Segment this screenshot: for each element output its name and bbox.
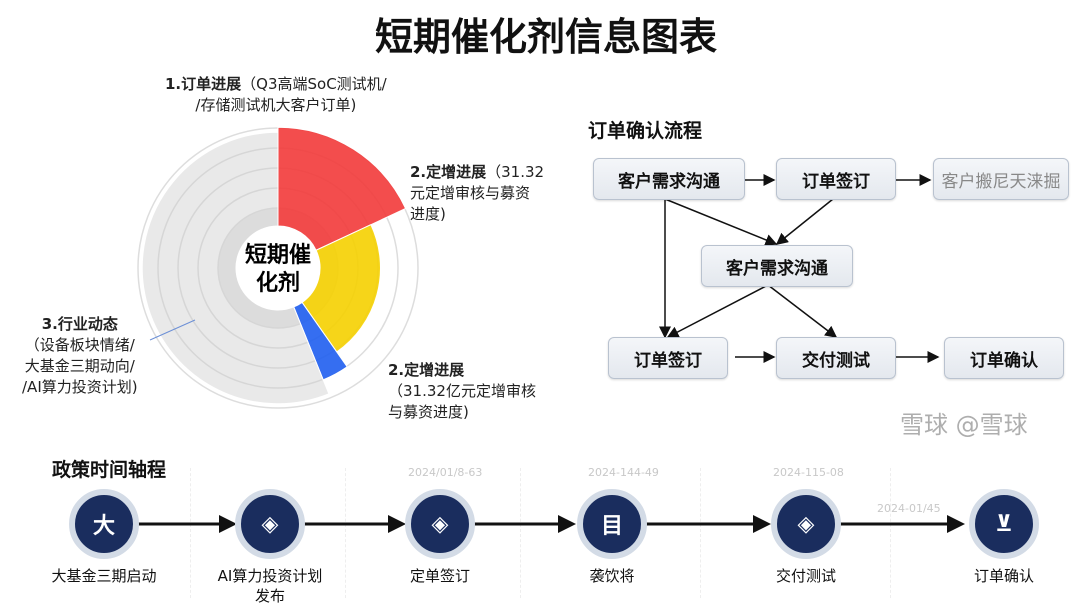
timeline-node-label: 袭饮将 <box>589 567 635 585</box>
flow-box-delivery-test: 交付测试 <box>776 337 896 379</box>
center-circle <box>236 226 320 310</box>
timeline-node-icon: 大 <box>69 489 139 559</box>
timeline-node-icon: ◈ <box>235 489 305 559</box>
timeline-date: 2024-144-49 <box>588 466 659 479</box>
label-order-progress: 1.订单进展（Q3高端SoC测试机//存储测试机大客户订单) <box>165 75 387 114</box>
timeline-date: 2024-01/45 <box>877 502 941 515</box>
flow-box-order-signing: 订单签订 <box>776 158 896 200</box>
timeline-node-label: 定单签订 <box>409 567 470 585</box>
divider <box>345 468 346 598</box>
divider <box>700 468 701 598</box>
label-industry: 3.行业动态（设备板块情绪/大基金三期动向//AI算力投资计划) <box>22 315 138 396</box>
center-label-2: 化剂 <box>256 270 300 296</box>
flow-box-order-confirm: 订单确认 <box>944 337 1064 379</box>
timeline-node-icon: ◈ <box>405 489 475 559</box>
radial-chart: 短期催 化剂 <box>137 126 419 409</box>
divider <box>190 468 191 598</box>
divider <box>520 468 521 598</box>
timeline-node-label: 订单确认 <box>973 567 1034 585</box>
timeline-node-label: AI算力投资计划发布 <box>217 567 323 605</box>
timeline-date: 2024-115-08 <box>773 466 844 479</box>
timeline-node-icon: ⊻ <box>969 489 1039 559</box>
flow-box-order-signing-2: 订单签订 <box>608 337 728 379</box>
timeline-title: 政策时间轴程 <box>52 459 167 481</box>
flow-box-customer-needs: 客户需求沟通 <box>593 158 745 200</box>
label-placement-2: 2.定增进展（31.32亿元定增审核与募资进度) <box>388 361 536 421</box>
center-label-1: 短期催 <box>245 243 311 268</box>
timeline-date: 2024/01/8-63 <box>408 466 483 479</box>
leader-line <box>149 319 196 341</box>
page-title: 短期催化剂信息图表 <box>374 15 717 59</box>
watermark: 雪球 @雪球 <box>900 411 1028 439</box>
timeline-node-icon: ◈ <box>771 489 841 559</box>
flow-box-customer-needs-2: 客户需求沟通 <box>701 245 853 287</box>
timeline-node-label: 大基金三期启动 <box>51 567 157 585</box>
divider <box>890 468 891 598</box>
timeline-node-label: 交付测试 <box>775 567 836 585</box>
timeline-node-icon: 目 <box>577 489 647 559</box>
flow-title: 订单确认流程 <box>588 120 703 142</box>
flow-box-faded: 客户搬尼天涞掘 <box>933 158 1069 200</box>
flow-arrows <box>659 174 940 363</box>
